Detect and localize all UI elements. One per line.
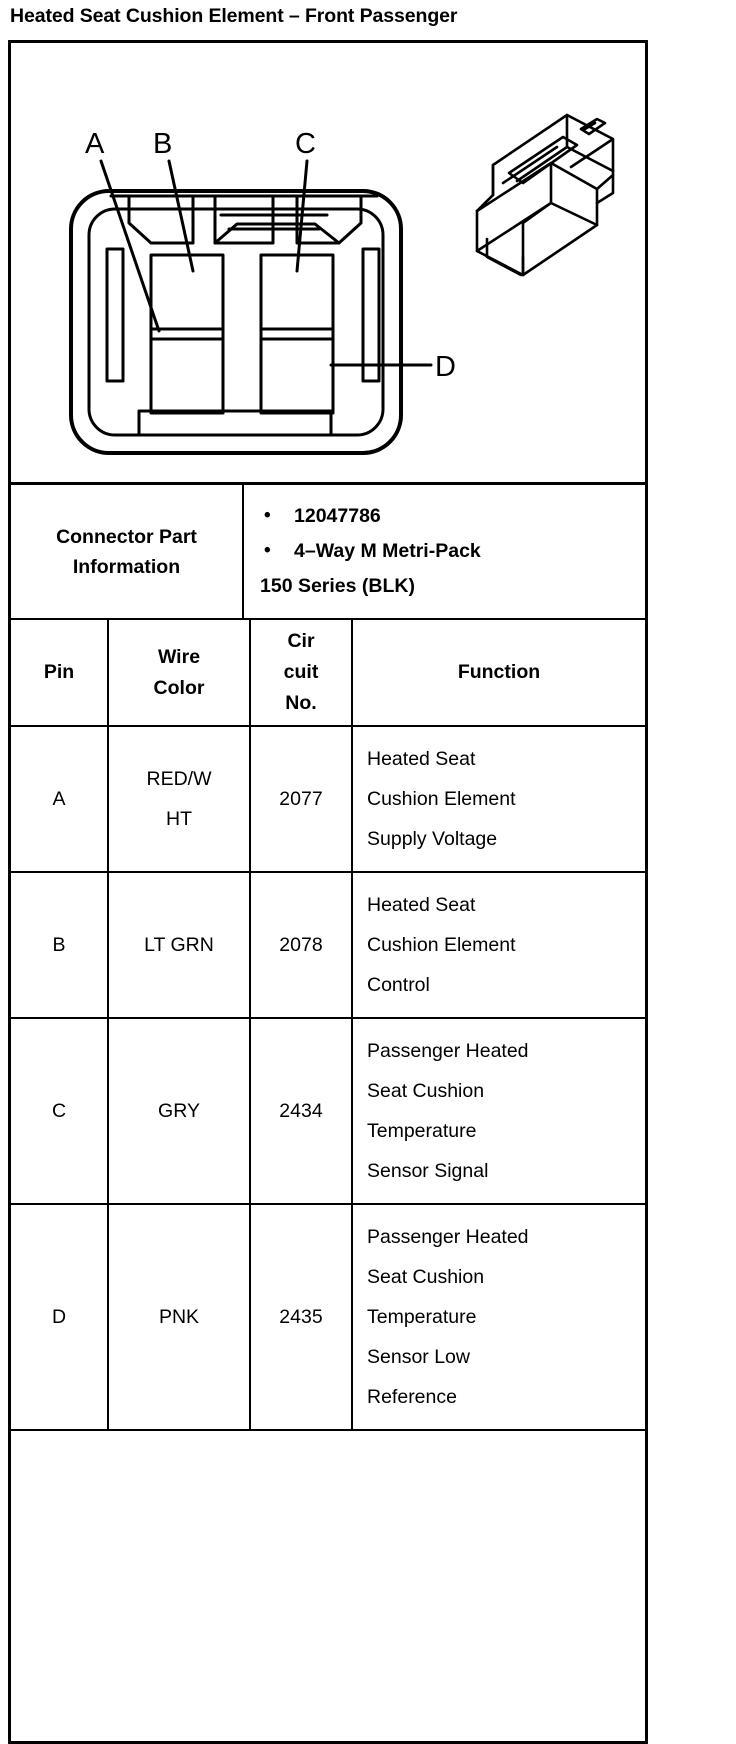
connector-part-bullet-list: 12047786 4–Way M Metri-Pack (260, 498, 635, 569)
connector-part-information-row: Connector Part Information 12047786 4–Wa… (11, 485, 645, 620)
wire-color-line: LT GRN (144, 934, 214, 956)
wire-color-line: RED/W (146, 768, 212, 790)
connector-end-view-frame: A B C D Connector Part Information (8, 40, 648, 1744)
cpi-label-line2: Information (72, 555, 181, 578)
table-row: C GRY 2434 Passenger Heated Seat Cushion… (11, 1017, 645, 1205)
header-wire-line1: Wire (157, 645, 201, 668)
callout-label-c: C (295, 128, 316, 160)
header-pin-label: Pin (43, 661, 75, 683)
connector-part-information-label-cell: Connector Part Information (11, 485, 244, 620)
function-line: Sensor Signal (367, 1160, 489, 1182)
header-function-label: Function (457, 661, 541, 683)
connector-part-series: 150 Series (BLK) (260, 575, 415, 597)
table-row: B LT GRN 2078 Heated Seat Cushion Elemen… (11, 871, 645, 1019)
wire-color-line: HT (166, 808, 192, 830)
cell-wire-color: PNK (107, 1203, 251, 1431)
cell-function: Heated Seat Cushion Element Control (351, 871, 645, 1019)
function-line: Cushion Element (367, 934, 516, 956)
cavity-a (149, 327, 225, 415)
function-line: Sensor Low (367, 1346, 470, 1368)
column-header-circuit-no: Cir cuit No. (249, 620, 353, 727)
function-line: Cushion Element (367, 788, 516, 810)
cell-wire-color: RED/W HT (107, 725, 251, 873)
pin-value: B (52, 934, 66, 956)
function-line: Supply Voltage (367, 828, 498, 850)
pin-table-header-row: Pin Wire Color Cir cuit No. Func (11, 620, 645, 727)
function-line: Seat Cushion (367, 1266, 485, 1288)
table-row: D PNK 2435 Passenger Heated Seat Cushion… (11, 1203, 645, 1431)
circuit-no-value: 2435 (279, 1306, 323, 1328)
column-header-wire-color: Wire Color (107, 620, 251, 727)
connector-part-information-value-cell: 12047786 4–Way M Metri-Pack 150 Series (… (242, 485, 645, 620)
function-line: Reference (367, 1386, 457, 1408)
leader-line-c (295, 159, 309, 273)
callout-label-a: A (85, 128, 105, 160)
page-title: Heated Seat Cushion Element – Front Pass… (10, 5, 458, 27)
cavity-b (149, 253, 225, 341)
pin-value: D (51, 1306, 67, 1328)
cell-circuit-no: 2434 (249, 1017, 353, 1205)
cell-function: Passenger Heated Seat Cushion Temperatur… (351, 1017, 645, 1205)
cell-circuit-no: 2078 (249, 871, 353, 1019)
function-line: Passenger Heated (367, 1040, 529, 1062)
circuit-no-value: 2078 (279, 934, 323, 956)
wire-color-line: GRY (158, 1100, 200, 1122)
header-circuit-line1: Cir (287, 630, 315, 652)
connector-part-number: 12047786 (260, 498, 635, 534)
cell-wire-color: LT GRN (107, 871, 251, 1019)
column-header-pin: Pin (11, 620, 109, 727)
callout-label-b: B (153, 128, 172, 160)
table-row: A RED/W HT 2077 Heated Seat Cushion Elem… (11, 725, 645, 873)
connector-part-type: 4–Way M Metri-Pack (260, 533, 635, 569)
pin-value: C (51, 1100, 67, 1122)
cell-circuit-no: 2435 (249, 1203, 353, 1431)
cell-pin: D (11, 1203, 109, 1431)
pin-value: A (52, 788, 66, 810)
callout-label-d: D (435, 351, 456, 383)
circuit-no-value: 2077 (279, 788, 323, 810)
function-line: Passenger Heated (367, 1226, 529, 1248)
function-line: Temperature (367, 1306, 477, 1328)
connector-face-view-diagram: A B C D (69, 113, 615, 455)
circuit-no-value: 2434 (279, 1100, 323, 1122)
function-line: Heated Seat (367, 748, 476, 770)
function-line: Control (367, 974, 430, 996)
cell-function: Heated Seat Cushion Element Supply Volta… (351, 725, 645, 873)
leader-line-b (167, 159, 195, 273)
cell-circuit-no: 2077 (249, 725, 353, 873)
leader-line-a (99, 159, 161, 333)
connector-illustration-panel: A B C D (11, 43, 645, 485)
column-header-function: Function (351, 620, 645, 727)
header-circuit-line2: cuit (283, 661, 319, 683)
cavity-d (259, 327, 335, 415)
header-circuit-line3: No. (285, 692, 317, 714)
function-line: Seat Cushion (367, 1080, 485, 1102)
cell-pin: B (11, 871, 109, 1019)
function-line: Heated Seat (367, 894, 476, 916)
cell-function: Passenger Heated Seat Cushion Temperatur… (351, 1203, 645, 1431)
connector-part-information-table: Connector Part Information 12047786 4–Wa… (11, 485, 645, 620)
cell-pin: C (11, 1017, 109, 1205)
pin-table: Pin Wire Color Cir cuit No. Func (11, 620, 645, 1431)
wire-color-line: PNK (158, 1306, 200, 1328)
cell-pin: A (11, 725, 109, 873)
cell-wire-color: GRY (107, 1017, 251, 1205)
header-wire-line2: Color (153, 676, 205, 699)
cpi-label-line1: Connector Part (56, 525, 197, 548)
function-line: Temperature (367, 1120, 477, 1142)
